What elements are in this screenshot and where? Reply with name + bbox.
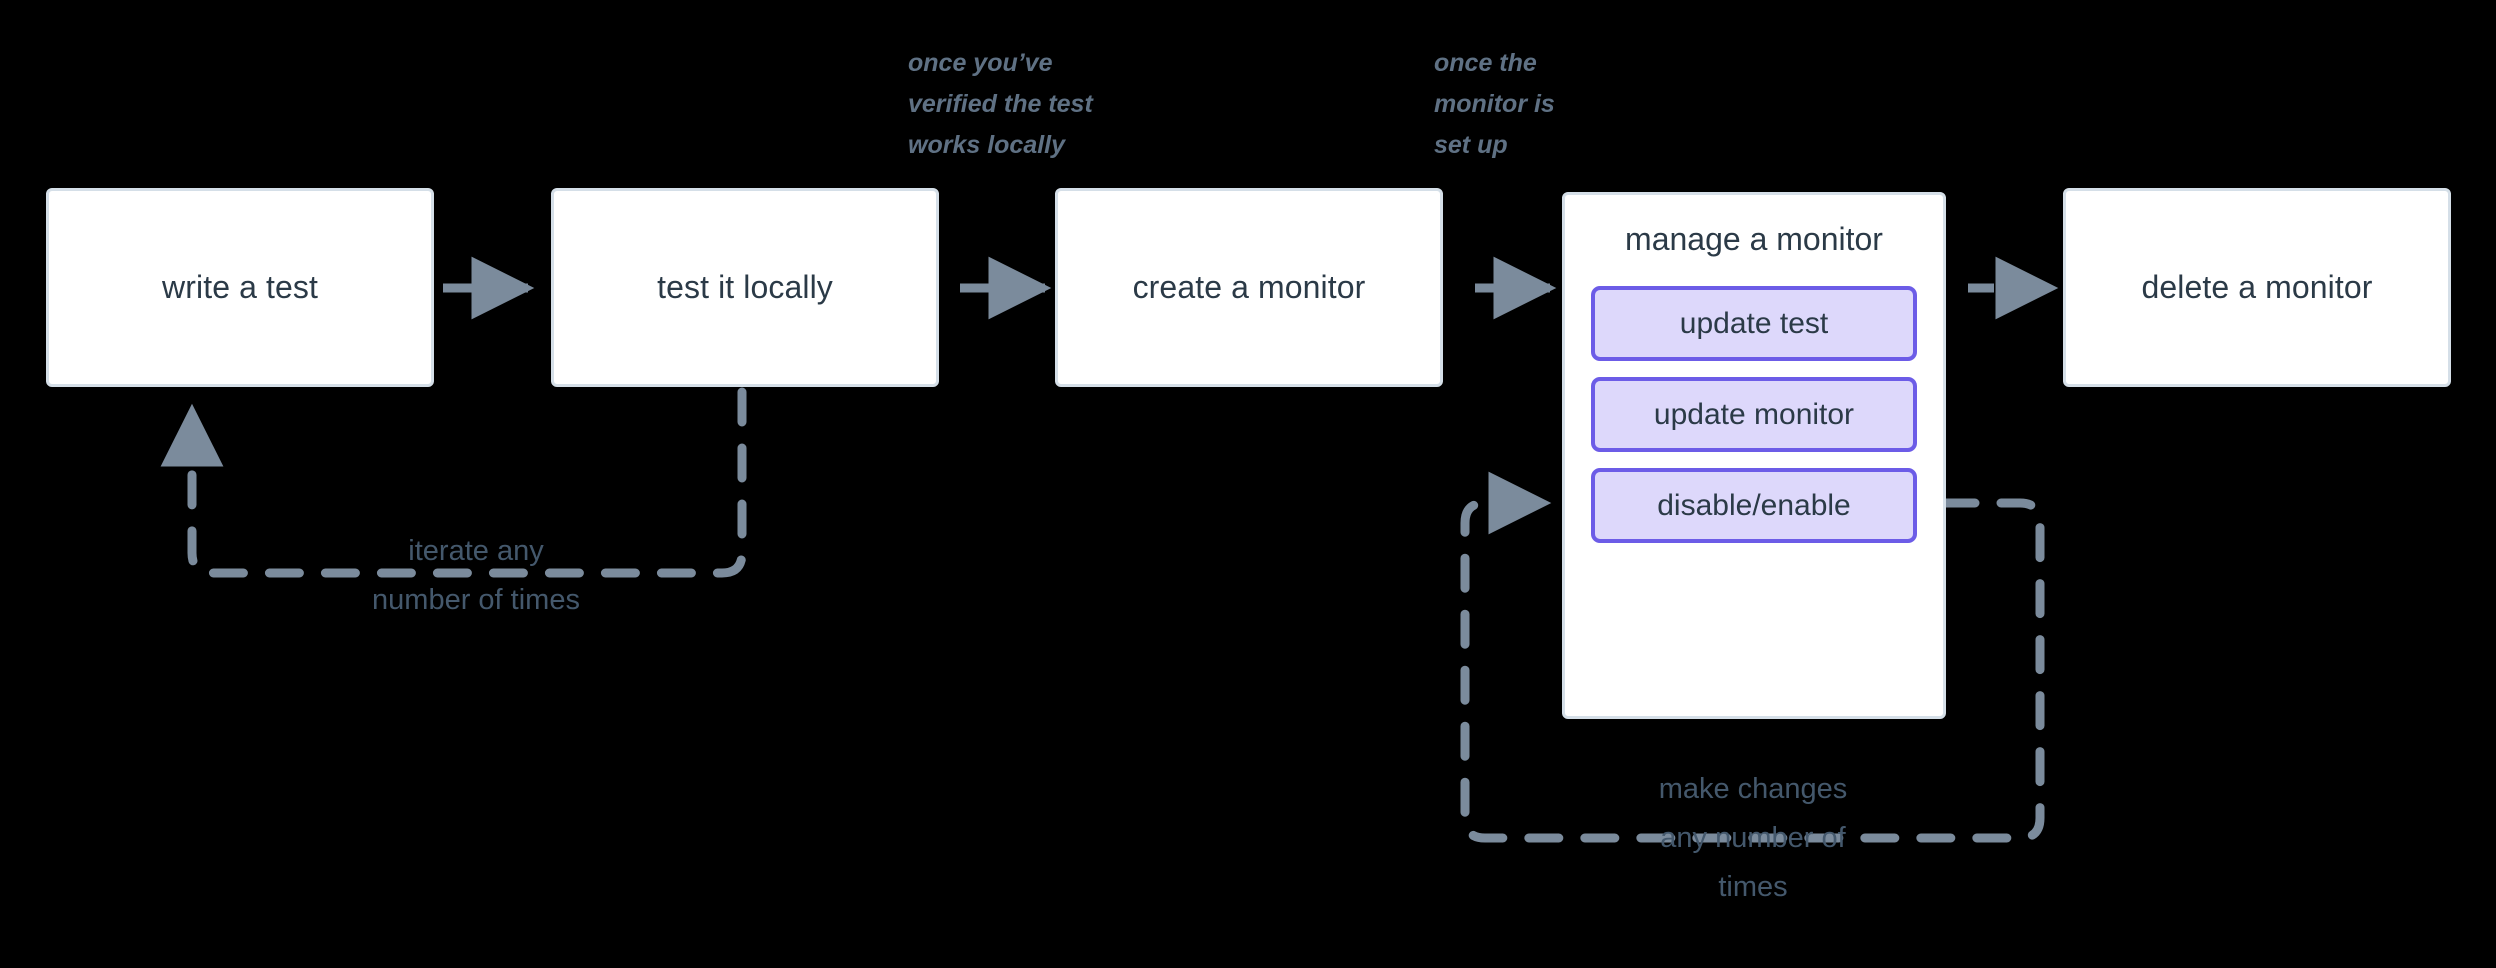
node-manage-a-monitor[interactable]: manage a monitor update test update moni… — [1562, 192, 1946, 719]
action-update-test[interactable]: update test — [1591, 286, 1917, 361]
node-create-a-monitor[interactable]: create a monitor — [1055, 188, 1443, 387]
manage-actions-list: update test update monitor disable/enabl… — [1565, 286, 1943, 543]
panel-title-manage-a-monitor: manage a monitor — [1625, 221, 1883, 257]
action-label-disable-enable: disable/enable — [1657, 488, 1851, 522]
node-label-write-a-test: write a test — [162, 269, 318, 306]
annotation-verified-locally: once you’ve verified the test works loca… — [908, 49, 1093, 159]
node-label-create-a-monitor: create a monitor — [1132, 269, 1366, 306]
action-label-update-test: update test — [1679, 306, 1829, 340]
action-update-monitor[interactable]: update monitor — [1591, 377, 1917, 452]
loop-label-iterate: iterate any number of times — [372, 535, 580, 616]
node-test-it-locally[interactable]: test it locally — [551, 188, 939, 387]
node-delete-a-monitor[interactable]: delete a monitor — [2063, 188, 2451, 387]
node-write-a-test[interactable]: write a test — [46, 188, 434, 387]
action-label-update-monitor: update monitor — [1653, 397, 1855, 431]
annotation-monitor-set-up: once the monitor is set up — [1434, 49, 1555, 159]
action-disable-enable[interactable]: disable/enable — [1591, 468, 1917, 543]
loop-label-make-changes: make changes any number of times — [1658, 773, 1848, 903]
node-label-test-it-locally: test it locally — [657, 269, 833, 306]
node-label-delete-a-monitor: delete a monitor — [2141, 269, 2373, 306]
